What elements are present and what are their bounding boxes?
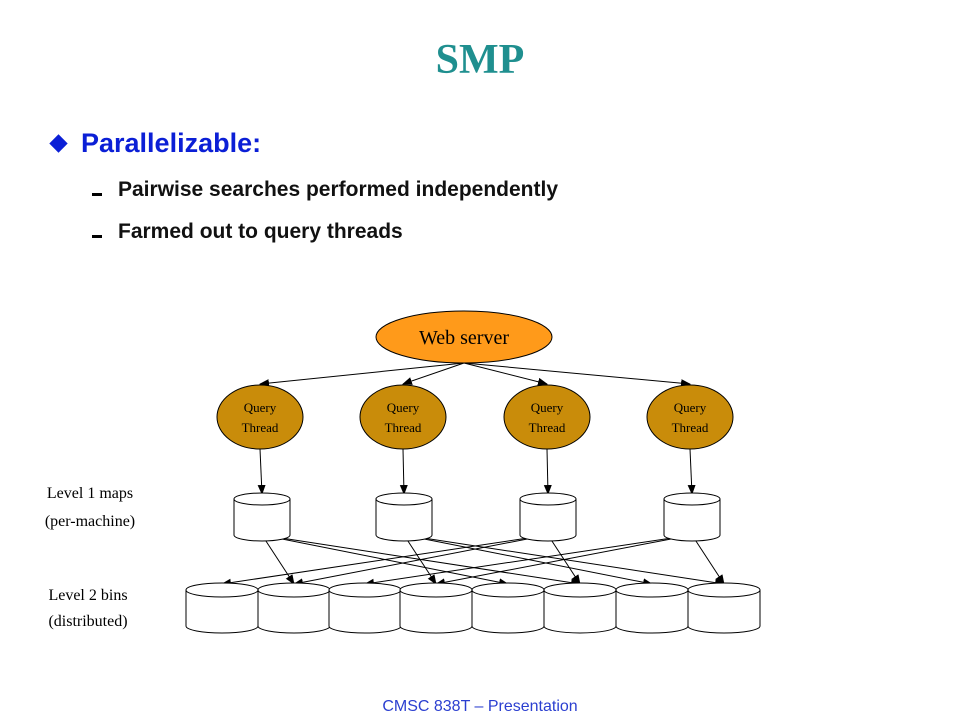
web-server-label: Web server	[419, 327, 509, 349]
map-to-bin-arrow	[691, 534, 725, 585]
level1-label: (per-machine)	[45, 513, 135, 530]
query-thread-label: Thread	[385, 420, 422, 435]
map-to-bin-arrow	[293, 534, 549, 587]
thread-to-map-arrow	[687, 448, 696, 495]
level2-bin-cylinder	[687, 582, 761, 634]
query-thread-label: Thread	[672, 420, 709, 435]
level2-bin-cylinder	[543, 582, 617, 634]
level2-bin-cylinder	[399, 582, 473, 634]
diagram-edges	[221, 362, 725, 587]
map-to-bin-arrow	[364, 534, 693, 587]
query-thread-label: Query	[674, 400, 707, 415]
level1-label: Level 1 maps	[47, 485, 133, 502]
server-to-thread-arrow	[463, 362, 691, 388]
subbullet-2: Farmed out to query threads	[92, 220, 403, 244]
server-to-thread-arrow	[259, 362, 465, 388]
level1-map-cylinder	[233, 492, 291, 542]
map-to-bin-arrow	[261, 534, 295, 585]
slide-title: SMP	[435, 37, 525, 83]
diagram-labels: Level 1 maps (per-machine) Level 2 bins (di…	[45, 485, 135, 630]
dash-bullet-icon	[92, 234, 102, 238]
subbullet-text: Pairwise searches performed independentl…	[118, 178, 558, 201]
query-thread-label: Query	[244, 400, 277, 415]
level2-bin-cylinder	[615, 582, 689, 634]
bullet-parallelizable: Parallelizable:	[48, 128, 261, 159]
level1-map-cylinder	[663, 492, 721, 542]
dash-bullet-icon	[92, 192, 102, 196]
level2-label: Level 2 bins	[48, 587, 127, 604]
thread-to-map-arrow	[399, 448, 408, 495]
thread-to-map-arrow	[257, 448, 266, 495]
level1-map-cylinder	[375, 492, 433, 542]
query-thread-label: Thread	[242, 420, 279, 435]
level2-bin-cylinder	[185, 582, 259, 634]
subbullet-1: Pairwise searches performed independentl…	[92, 178, 558, 202]
query-thread-label: Thread	[529, 420, 566, 435]
map-to-bin-arrow	[221, 534, 549, 587]
query-thread-label: Query	[531, 400, 564, 415]
level1-map-cylinder	[519, 492, 577, 542]
slide-footer: CMSC 838T – Presentation	[382, 698, 578, 715]
web-server-node: Web server	[375, 310, 553, 364]
bullet-text: Parallelizable:	[81, 128, 262, 158]
query-thread-label: Query	[387, 400, 420, 415]
level2-bin-cylinder	[328, 582, 402, 634]
level2-bin-cylinder	[257, 582, 331, 634]
server-to-thread-arrow	[463, 362, 548, 386]
level2-label: (distributed)	[48, 613, 127, 630]
thread-to-map-arrow	[543, 448, 552, 495]
map-to-bin-arrow	[435, 534, 693, 587]
level2-bin-cylinder	[471, 582, 545, 634]
server-to-thread-arrow	[402, 362, 465, 385]
diagram-nodes: Web serverQueryThreadQueryThreadQueryThr…	[185, 310, 761, 634]
subbullet-text: Farmed out to query threads	[118, 220, 403, 243]
